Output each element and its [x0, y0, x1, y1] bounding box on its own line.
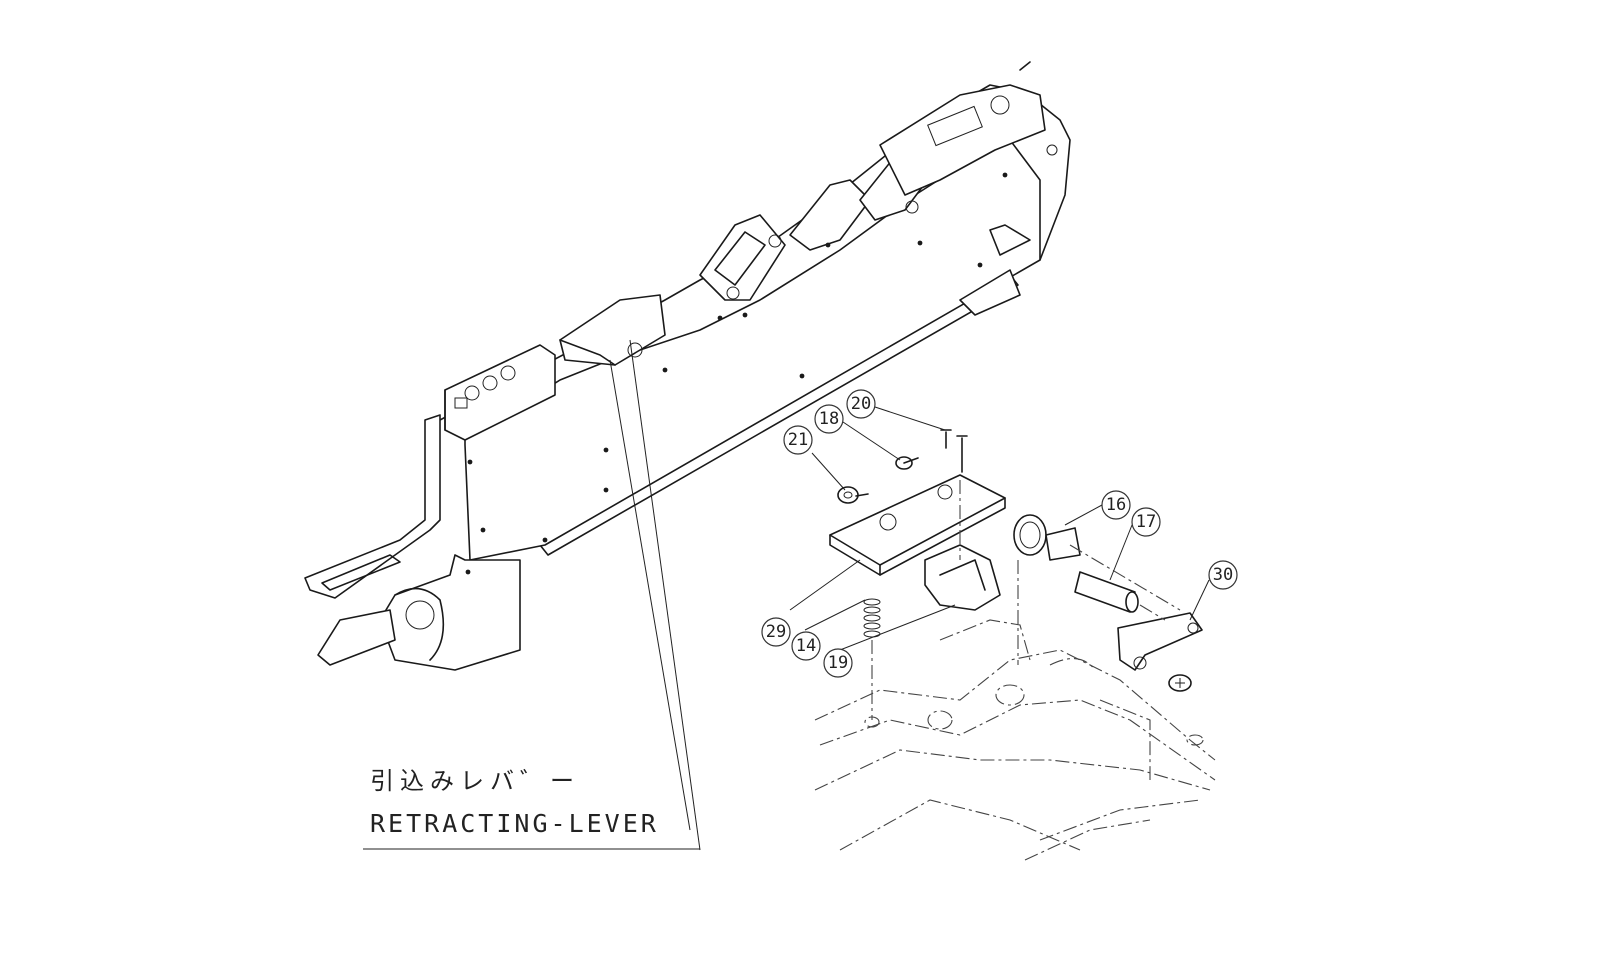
- retracting-lever-label: 引込みレバ゛ー RETRACTING-LEVER: [363, 339, 701, 851]
- callout-17: 17: [1131, 507, 1161, 537]
- callout-19-text: 19: [828, 653, 848, 673]
- phantom-base: [814, 619, 1216, 861]
- callout-30: 30: [1208, 560, 1238, 590]
- label-japanese: 引込みレバ゛ー: [370, 767, 580, 795]
- label-english: RETRACTING-LEVER: [370, 809, 659, 838]
- callout-14: 14: [791, 631, 821, 661]
- callouts: 20 18 21 16 17 30 29 14: [761, 389, 1238, 678]
- callout-20: 20: [846, 389, 876, 419]
- callout-20-text: 20: [851, 394, 871, 414]
- callout-18-text: 18: [819, 409, 839, 429]
- label-leader-line: [629, 339, 701, 851]
- callout-21: 21: [783, 425, 813, 455]
- part-16-gear: [1013, 514, 1081, 561]
- callout-16-text: 16: [1106, 495, 1126, 515]
- body-screws: [465, 172, 1008, 575]
- callout-16: 16: [1101, 490, 1131, 520]
- feeder-assembly: [304, 61, 1071, 671]
- callout-14-text: 14: [796, 636, 816, 656]
- callout-19: 19: [823, 648, 853, 678]
- part-30-bracket: [1117, 612, 1203, 671]
- callout-29-text: 29: [766, 622, 786, 642]
- callout-30-text: 30: [1213, 565, 1233, 585]
- callout-29: 29: [761, 617, 791, 647]
- callout-21-text: 21: [788, 430, 808, 450]
- part-19-bracket: [924, 544, 1001, 611]
- callout-18: 18: [814, 404, 844, 434]
- callout-17-text: 17: [1136, 512, 1156, 532]
- part-29-plate: [829, 474, 1006, 566]
- part-14-spring: [863, 598, 881, 638]
- exploded-parts: [829, 429, 1203, 720]
